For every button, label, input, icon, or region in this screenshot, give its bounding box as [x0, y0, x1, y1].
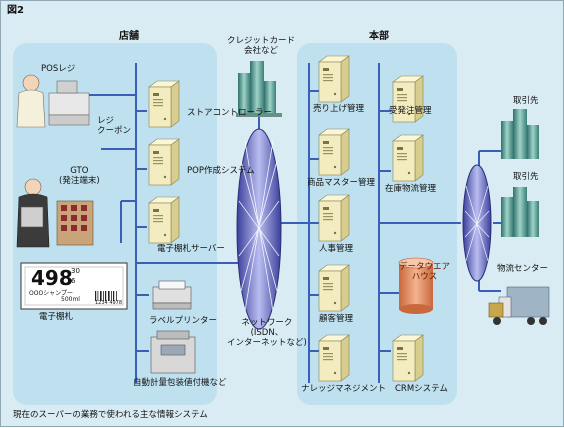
knowledge-server	[318, 334, 350, 382]
network-hub	[236, 128, 282, 330]
partner-2-building-icon	[501, 187, 539, 237]
hq-left-label-4: 顧客管理	[319, 314, 354, 324]
shelf-tag-volume: 500ml	[61, 296, 80, 303]
external-hub	[462, 164, 492, 282]
label-printer-icon	[152, 280, 192, 310]
pos-register-label: POSレジ	[41, 64, 76, 74]
partner-1-building-icon	[501, 109, 539, 159]
label-printer-label: ラベルプリンター	[149, 316, 218, 326]
data-warehouse-label: データウエア ハウス	[399, 262, 451, 282]
register-coupon-label: レジ クーポン	[97, 116, 132, 136]
partner-1-label: 取引先	[513, 96, 539, 106]
hq-right-label-2: 在庫物流管理	[385, 184, 437, 194]
shelf-tag-num-2: 6	[71, 277, 76, 285]
store-controller-server	[148, 80, 180, 128]
store-server-label-2: POP作成システム	[187, 166, 255, 176]
credit-company-label: クレジットカード 会社など	[227, 36, 296, 56]
product-master-server	[318, 128, 350, 176]
store-title: 店舗	[119, 31, 139, 42]
truck-icon	[488, 286, 550, 325]
shelf-tag-display	[20, 262, 128, 310]
customer-server	[318, 264, 350, 312]
data-warehouse-icon	[398, 257, 434, 314]
crm-label: CRMシステム	[395, 384, 448, 394]
hq-left-label-5: ナレッジマネジメント	[301, 384, 387, 394]
store-panel	[13, 43, 217, 405]
hq-left-label-3: 人事管理	[319, 244, 354, 254]
shelf-tag-price: 498	[31, 266, 73, 290]
hq-left-label-1: 売り上げ管理	[313, 104, 365, 114]
inventory-server	[392, 134, 424, 182]
store-server-label-1: ストアコントローラー	[187, 108, 273, 118]
hq-title: 本部	[369, 31, 389, 42]
electronic-tag-label: 電子棚札	[39, 312, 74, 322]
store-server-label-3: 電子棚札サーバー	[157, 244, 225, 254]
scale-labeler-label: 自動計量包装値付機など	[133, 378, 227, 388]
crm-server	[392, 334, 424, 382]
scale-labeler-icon	[150, 330, 196, 374]
pop-system-server	[148, 138, 180, 186]
connection-lines	[83, 63, 501, 383]
hr-server	[318, 194, 350, 242]
partner-2-label: 取引先	[513, 172, 539, 182]
pos-register-icon	[16, 74, 90, 128]
shelf-tag-server	[148, 196, 180, 244]
network-label: ネットワーク (ISDN、 インターネットなど)	[227, 318, 307, 348]
figure-caption: 現在のスーパーの業務で使われる主な情報システム	[13, 410, 208, 420]
credit-building-icon	[236, 61, 282, 117]
sales-server	[318, 55, 350, 103]
shelf-tag-barcode-text: 1234 4978	[95, 300, 123, 306]
order-terminal-icon	[16, 178, 94, 248]
hq-right-label-1: 受発注管理	[389, 106, 432, 116]
hq-left-label-2: 商品マスター管理	[307, 178, 376, 188]
figure-label: 図2	[7, 5, 24, 16]
gto-label: GTO (発注端末)	[59, 166, 100, 186]
shelf-tag-num-1: 30	[71, 267, 80, 275]
shelf-tag-product: OOOシャンプー	[29, 290, 73, 297]
logistics-label: 物流センター	[497, 264, 549, 274]
